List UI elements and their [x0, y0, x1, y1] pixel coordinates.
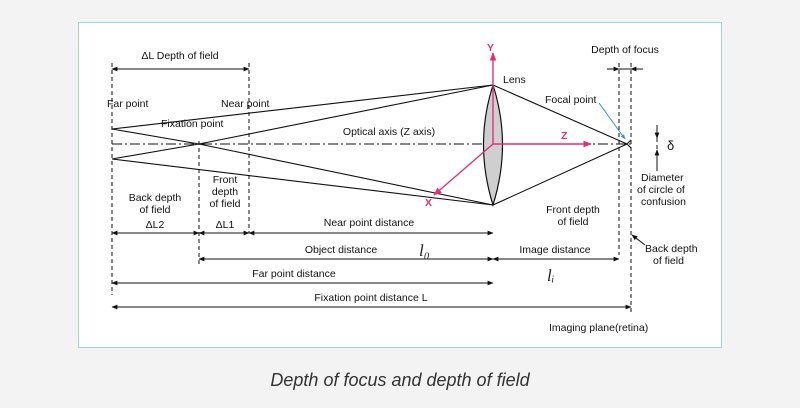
front-dof-label-2: depth	[212, 186, 238, 198]
y-axis-label: Y	[487, 42, 494, 54]
back-dof-symbol: ΔL2	[146, 219, 165, 231]
depth-of-focus-label: Depth of focus	[591, 44, 659, 56]
back-dof-label-2: of field	[140, 204, 171, 216]
near-point-label: Near point	[221, 98, 270, 110]
fixation-distance-label: Fixation point distance L	[314, 292, 427, 304]
front-dof-label-1: Front	[213, 174, 238, 186]
front-dof-image-label-1: Front depth	[546, 204, 600, 216]
ray-image-bottom	[492, 143, 628, 206]
front-dof-symbol: ΔL1	[216, 219, 235, 231]
ray-image-top	[492, 84, 628, 145]
back-dof-image-label-2: of field	[653, 255, 684, 267]
ray-far-bottom	[111, 158, 494, 206]
optical-axis-label: Optical axis (Z axis)	[343, 126, 435, 138]
x-axis-arrow	[433, 143, 494, 196]
far-point-label: Far point	[107, 98, 149, 110]
coordinate-axes	[433, 52, 592, 196]
front-dof-label-3: of field	[210, 198, 241, 210]
coc-label-3: confusion	[641, 196, 686, 208]
near-distance-label: Near point distance	[324, 217, 415, 229]
object-distance-label: Object distance	[305, 244, 378, 256]
imaging-plane-label: Imaging plane(retina)	[549, 322, 648, 334]
front-dof-image-label-2: of field	[558, 216, 589, 228]
far-distance-label: Far point distance	[252, 268, 336, 280]
lens-shape	[482, 83, 504, 208]
diagram-frame: Y Z X ΔL Depth of field Far point Near p…	[78, 22, 722, 348]
dof-label: ΔL Depth of field	[141, 50, 218, 62]
fixation-point-label: Fixation point	[161, 118, 224, 130]
dimension-arrows	[111, 66, 660, 310]
light-rays	[111, 84, 632, 206]
figure-caption: Depth of focus and depth of field	[270, 370, 530, 390]
x-axis-label: X	[425, 197, 432, 209]
focal-point-pointer	[598, 102, 626, 140]
lens-label: Lens	[503, 74, 526, 86]
coc-label-2: of circle of	[637, 184, 685, 196]
focal-point-label: Focal point	[545, 94, 596, 106]
image-distance-symbol: lᵢ	[547, 266, 554, 285]
object-distance-symbol: l₀	[419, 241, 430, 260]
delta-label: δ	[667, 138, 674, 153]
ray-far-top	[111, 84, 494, 130]
back-dof-label-1: Back depth	[129, 192, 182, 204]
image-distance-label: Image distance	[519, 244, 590, 256]
optics-diagram: Y Z X ΔL Depth of field Far point Near p…	[107, 42, 698, 334]
coc-label-1: Diameter	[641, 172, 684, 184]
z-axis-label: Z	[561, 130, 568, 142]
back-dof-image-label-1: Back depth	[645, 243, 698, 255]
